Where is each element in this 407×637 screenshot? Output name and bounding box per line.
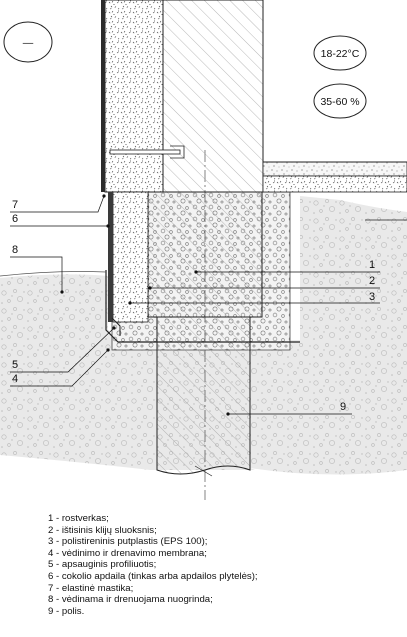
ground-line (0, 271, 107, 277)
legend-item: 6 - cokolio apdaila (tinkas arba apdailo… (48, 570, 258, 582)
legend-item: 2 - ištisinis klijų sluoksnis; (48, 524, 157, 536)
plinth-profile (109, 149, 181, 155)
callout-4: 4 (12, 373, 18, 385)
legend-item: 1 - rostverkas; (48, 513, 109, 524)
callout-6: 6 (12, 213, 18, 225)
legend-item: 3 - polistireninis putplastis (EPS 100); (48, 536, 208, 548)
callout-7: 7 (12, 199, 18, 211)
floor-screed (262, 161, 407, 177)
plinth-insulation (112, 191, 149, 323)
leader-5 (10, 327, 115, 373)
legend-item: 4 - vėdinimo ir drenavimo membrana; (48, 547, 207, 559)
leader-8 (10, 256, 63, 292)
exterior-bubble: — (3, 21, 53, 63)
plinth-finish (108, 192, 113, 322)
floor-insulation (262, 175, 407, 193)
temperature-bubble: 18-22°C (313, 35, 367, 71)
legend-item: 7 - elastinė mastika; (48, 582, 134, 594)
wall-masonry (162, 0, 264, 193)
soil-area (0, 196, 407, 475)
callouts (10, 195, 380, 415)
callout-1: 1 (369, 259, 375, 271)
legend-item: 5 - apsauginis profiliuotis; (48, 559, 157, 571)
leader-4 (10, 349, 109, 387)
humidity-bubble: 35-60 % (313, 83, 367, 119)
legend-item: 9 - polis. (48, 605, 85, 617)
temperature-label: 18-22°C (321, 48, 360, 60)
wall-render (101, 0, 105, 192)
profile-tab (170, 145, 185, 159)
protective-profile (111, 317, 121, 336)
leader-7 (10, 195, 105, 213)
legend-item: 8 - vėdinama ir drenuojama nuogrinda; (48, 594, 213, 606)
pile (156, 316, 251, 475)
wall-insulation (104, 0, 164, 193)
callout-5: 5 (12, 359, 18, 371)
pile-break (194, 465, 213, 477)
exterior-bubble-label: — (23, 37, 34, 49)
drainage-membrane (105, 270, 300, 343)
callout-2: 2 (369, 275, 375, 287)
legend-list: 1 - rostverkas; 2 - ištisinis klijų sluo… (48, 513, 258, 617)
callout-9: 9 (340, 401, 346, 413)
callout-dots (60, 194, 230, 416)
humidity-label: 35-60 % (320, 96, 359, 108)
callout-3: 3 (369, 291, 375, 303)
floor-slab-edge (262, 155, 407, 163)
callout-8: 8 (12, 244, 18, 256)
